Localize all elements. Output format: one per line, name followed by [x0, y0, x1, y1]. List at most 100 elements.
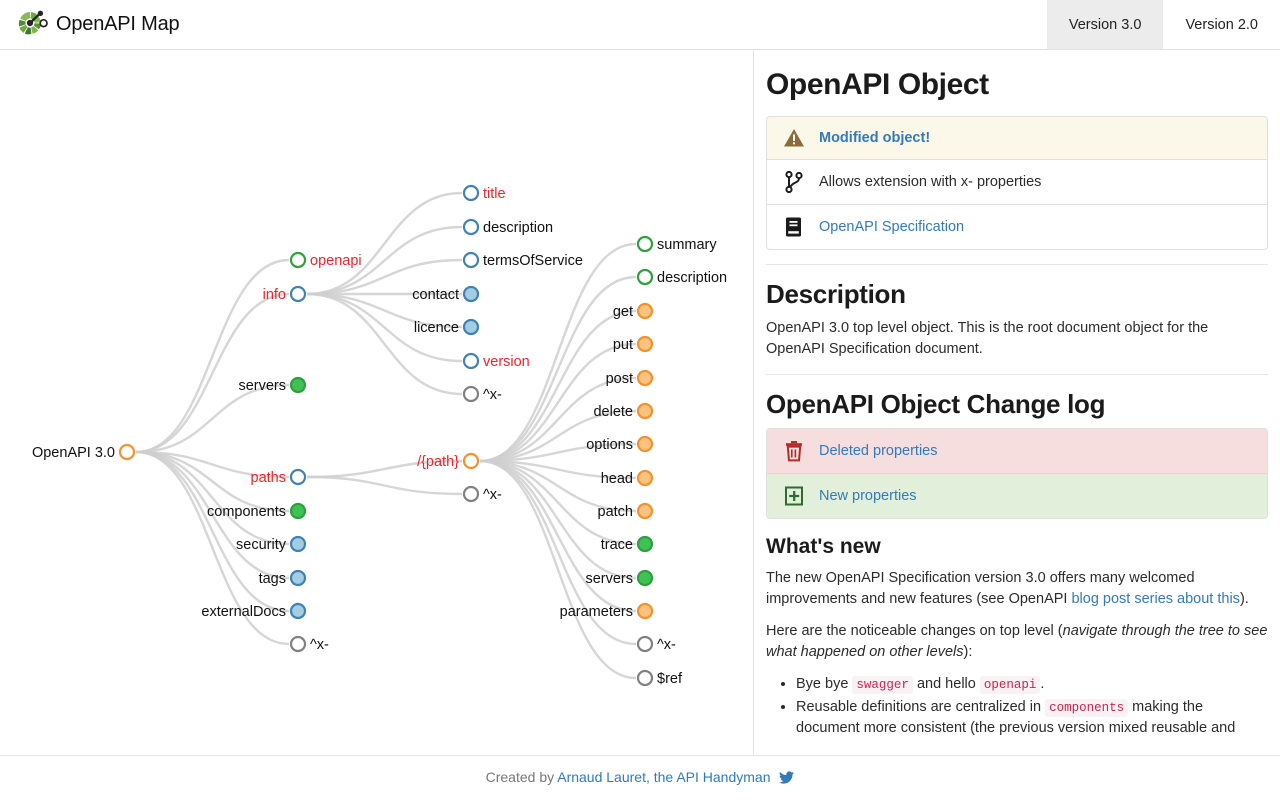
- tree-node-pi-description[interactable]: description: [636, 268, 727, 286]
- changelog-row-deleted-label[interactable]: Deleted properties: [819, 443, 938, 460]
- tree-node-circle[interactable]: [118, 443, 136, 461]
- tree-node-trace[interactable]: trace: [601, 535, 654, 553]
- tree-node-label[interactable]: contact: [412, 287, 459, 303]
- brand[interactable]: OpenAPI Map: [14, 7, 180, 41]
- tree-node-label[interactable]: patch: [598, 504, 633, 520]
- tree-node-circle[interactable]: [289, 502, 307, 520]
- tree-node-label[interactable]: put: [613, 337, 633, 353]
- tree-node-label[interactable]: /{path}: [417, 454, 459, 470]
- tree-node-label[interactable]: servers: [238, 378, 286, 394]
- tree-node-paths-xdash[interactable]: ^x-: [462, 485, 502, 503]
- tree-node-options[interactable]: options: [586, 435, 654, 453]
- tree-node-circle[interactable]: [636, 535, 654, 553]
- tree-node-circle[interactable]: [462, 352, 480, 370]
- blog-post-link[interactable]: blog post series about this: [1071, 591, 1240, 608]
- tree-node-put[interactable]: put: [613, 335, 654, 353]
- tree-node-label[interactable]: security: [236, 537, 287, 553]
- tree-node-label[interactable]: head: [601, 471, 633, 487]
- tree-node-servers-top[interactable]: servers: [238, 376, 307, 394]
- tree-node-path-item[interactable]: /{path}: [417, 452, 480, 470]
- changelog-row-new-label[interactable]: New properties: [819, 488, 917, 505]
- openapi-tree-map[interactable]: OpenAPI 3.0 openapi info servers paths compon…: [0, 50, 753, 755]
- tree-node-circle[interactable]: [636, 435, 654, 453]
- tree-svg[interactable]: OpenAPI 3.0 openapi info servers paths compon…: [0, 50, 753, 755]
- info-row-modified[interactable]: Modified object!: [767, 117, 1267, 160]
- tree-node-label[interactable]: delete: [593, 404, 633, 420]
- tree-node-paths[interactable]: paths: [251, 468, 307, 486]
- tree-node-label[interactable]: OpenAPI 3.0: [32, 445, 115, 461]
- tree-node-circle[interactable]: [636, 268, 654, 286]
- tree-node-label[interactable]: get: [613, 304, 633, 320]
- tree-node-circle[interactable]: [636, 569, 654, 587]
- tree-node-label[interactable]: components: [207, 504, 286, 520]
- tree-node-label[interactable]: summary: [657, 237, 717, 253]
- tree-node-circle[interactable]: [636, 235, 654, 253]
- tree-node-circle[interactable]: [462, 251, 480, 269]
- tree-node-circle[interactable]: [462, 452, 480, 470]
- tree-node-circle[interactable]: [462, 184, 480, 202]
- tree-node-circle[interactable]: [462, 218, 480, 236]
- tree-node-circle[interactable]: [289, 602, 307, 620]
- tree-node-root-xdash[interactable]: ^x-: [289, 635, 329, 653]
- tree-node-get[interactable]: get: [613, 302, 654, 320]
- tree-node-circle[interactable]: [289, 535, 307, 553]
- tree-node-label[interactable]: description: [483, 220, 553, 236]
- tree-node-label[interactable]: ^x-: [483, 387, 502, 403]
- tree-node-circle[interactable]: [636, 602, 654, 620]
- tree-node-label[interactable]: info: [263, 287, 286, 303]
- tree-node-label[interactable]: parameters: [560, 604, 633, 620]
- tree-node-label[interactable]: $ref: [657, 671, 683, 687]
- tree-node-circle[interactable]: [289, 251, 307, 269]
- tree-node-label[interactable]: externalDocs: [201, 604, 286, 620]
- footer-author-link[interactable]: Arnaud Lauret, the API Handyman: [557, 769, 771, 785]
- detail-pane[interactable]: OpenAPI Object Modified object!: [753, 50, 1280, 755]
- tree-node-label[interactable]: paths: [251, 470, 286, 486]
- tree-node-label[interactable]: version: [483, 354, 530, 370]
- tree-node-info-xdash[interactable]: ^x-: [462, 385, 502, 403]
- tree-node-label[interactable]: ^x-: [310, 637, 329, 653]
- tree-node-externalDocs[interactable]: externalDocs: [201, 602, 307, 620]
- tree-node-label[interactable]: options: [586, 437, 633, 453]
- tree-node-circle[interactable]: [289, 376, 307, 394]
- tree-node-openapi[interactable]: openapi: [289, 251, 362, 269]
- tree-node-ref[interactable]: $ref: [636, 669, 683, 687]
- tree-node-circle[interactable]: [289, 285, 307, 303]
- tree-node-label[interactable]: ^x-: [483, 487, 502, 503]
- tree-node-delete[interactable]: delete: [593, 402, 654, 420]
- tree-node-circle[interactable]: [636, 669, 654, 687]
- info-row-extension[interactable]: Allows extension with x- properties: [767, 160, 1267, 205]
- tree-node-termsOfService[interactable]: termsOfService: [462, 251, 583, 269]
- tree-node-label[interactable]: licence: [414, 320, 459, 336]
- tree-node-summary[interactable]: summary: [636, 235, 717, 253]
- tree-node-circle[interactable]: [636, 502, 654, 520]
- tree-node-pi-servers[interactable]: servers: [585, 569, 654, 587]
- tree-node-components[interactable]: components: [207, 502, 307, 520]
- tree-node-circle[interactable]: [636, 635, 654, 653]
- tree-node-contact[interactable]: contact: [412, 285, 480, 303]
- tree-node-circle[interactable]: [289, 468, 307, 486]
- info-row-specification[interactable]: OpenAPI Specification: [767, 205, 1267, 249]
- tree-node-parameters[interactable]: parameters: [560, 602, 654, 620]
- tree-node-circle[interactable]: [462, 285, 480, 303]
- tree-node-pi-xdash[interactable]: ^x-: [636, 635, 676, 653]
- tree-node-version[interactable]: version: [462, 352, 530, 370]
- tree-node-root[interactable]: OpenAPI 3.0: [32, 443, 136, 461]
- tree-node-circle[interactable]: [462, 485, 480, 503]
- tab-version-2[interactable]: Version 2.0: [1163, 0, 1280, 49]
- tree-node-label[interactable]: trace: [601, 537, 633, 553]
- tree-node-label[interactable]: title: [483, 186, 506, 202]
- tree-node-label[interactable]: tags: [259, 571, 286, 587]
- changelog-row-deleted[interactable]: Deleted properties: [767, 429, 1267, 475]
- tree-node-label[interactable]: servers: [585, 571, 633, 587]
- tree-node-info[interactable]: info: [263, 285, 307, 303]
- tree-node-security[interactable]: security: [236, 535, 307, 553]
- tree-node-patch[interactable]: patch: [598, 502, 654, 520]
- twitter-bird-icon[interactable]: [779, 771, 795, 787]
- tab-version-3[interactable]: Version 3.0: [1046, 0, 1164, 49]
- tree-node-circle[interactable]: [636, 469, 654, 487]
- tree-node-licence[interactable]: licence: [414, 318, 480, 336]
- tree-node-circle[interactable]: [636, 302, 654, 320]
- tree-node-label[interactable]: description: [657, 270, 727, 286]
- tree-node-circle[interactable]: [462, 318, 480, 336]
- info-row-specification-label[interactable]: OpenAPI Specification: [819, 219, 965, 235]
